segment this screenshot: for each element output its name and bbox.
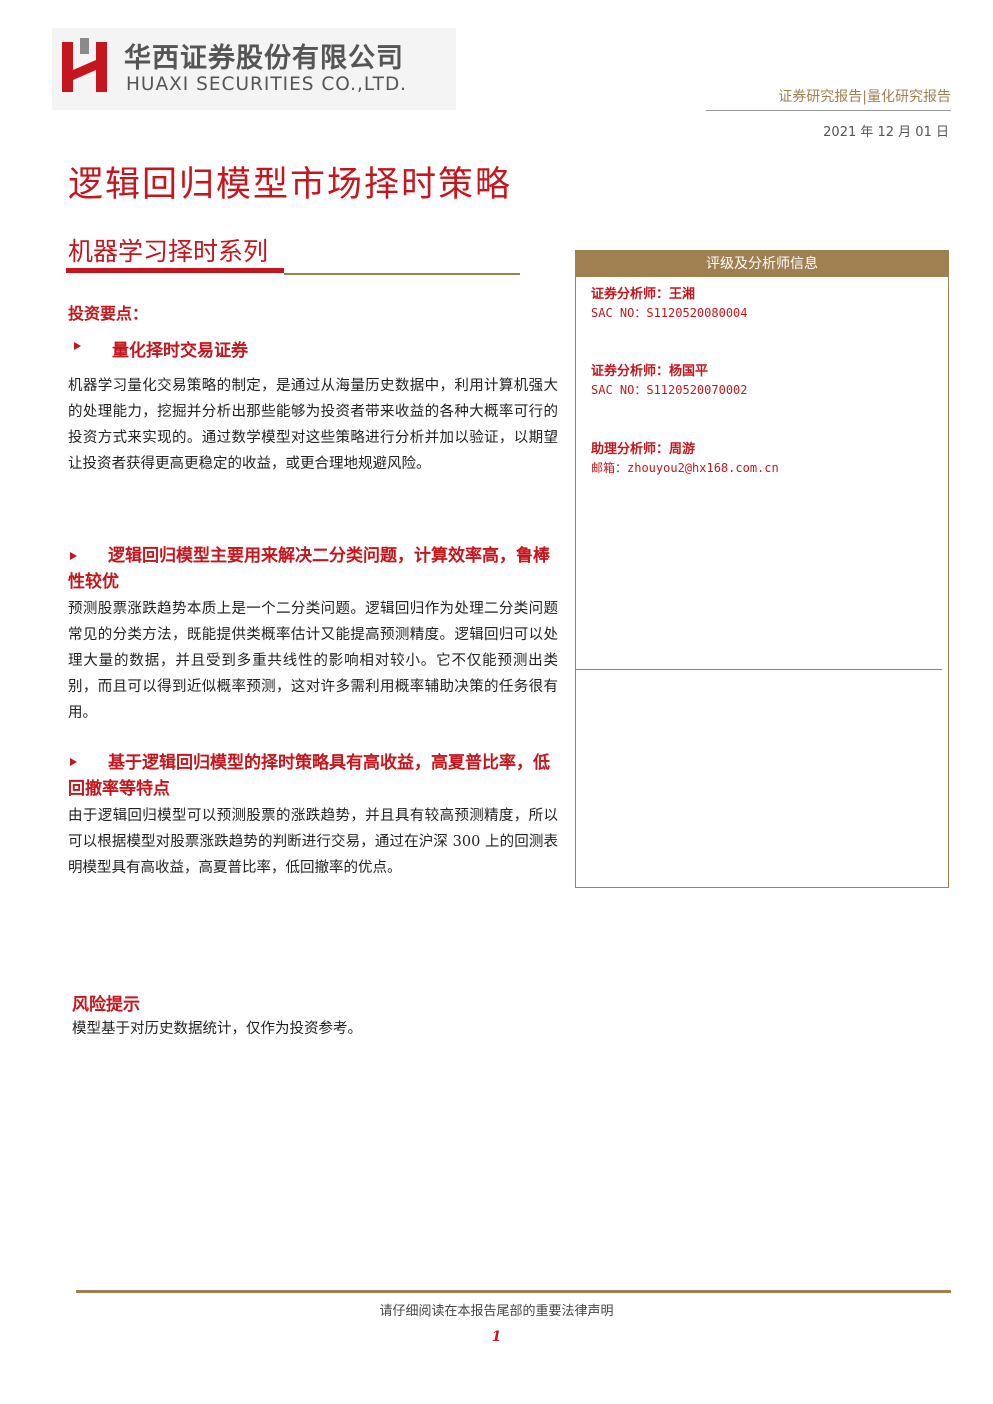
analyst-3-email[interactable]: 邮箱：zhouyou2@hx168.com.cn xyxy=(591,461,779,475)
company-name-en: HUAXI SECURITIES CO.,LTD. xyxy=(126,74,408,95)
analyst-info-box xyxy=(575,250,949,888)
point-2-text: 预测股票涨跌趋势本质上是一个二分类问题。逻辑回归作为处理二分类问题常见的分类方法… xyxy=(68,601,558,721)
section-heading: 投资要点： xyxy=(68,304,149,323)
bullet-triangle-icon xyxy=(70,552,77,560)
analyst-2-name: 证券分析师：杨国平 xyxy=(591,364,709,379)
analyst-2-sac: SAC NO：S1120520070002 xyxy=(591,383,748,397)
huaxi-logo-icon xyxy=(62,38,107,92)
header-divider xyxy=(706,110,951,111)
report-title: 逻辑回归模型市场择时策略 xyxy=(68,165,513,205)
bullet-triangle-icon xyxy=(70,758,77,766)
analyst-info-header: 评级及分析师信息 xyxy=(576,251,948,277)
footer-divider xyxy=(76,1290,951,1293)
company-name-cn: 华西证券股份有限公司 xyxy=(124,43,404,74)
risk-heading: 风险提示 xyxy=(72,995,140,1015)
point-2-heading: 逻辑回归模型主要用来解决二分类问题，计算效率高，鲁棒性较优 xyxy=(68,546,550,592)
report-date: 2021 年 12 月 01 日 xyxy=(823,125,949,140)
page-number: 1 xyxy=(491,1329,502,1345)
bullet-triangle-icon xyxy=(74,342,81,350)
series-title: 机器学习择时系列 xyxy=(68,237,269,266)
risk-text: 模型基于对历史数据统计，仅作为投资参考。 xyxy=(72,1021,362,1037)
point-3-text: 由于逻辑回归模型可以预测股票的涨跌趋势，并且具有较高预测精度，所以可以根据模型对… xyxy=(68,808,558,876)
report-type: 证券研究报告|量化研究报告 xyxy=(778,89,951,105)
sidebar-divider xyxy=(576,669,942,670)
analyst-1-sac: SAC NO：S1120520080004 xyxy=(591,306,748,320)
analyst-3-name: 助理分析师：周游 xyxy=(591,442,696,457)
logo-background xyxy=(52,28,456,110)
series-underline-red xyxy=(66,268,284,273)
point-1-text: 机器学习量化交易策略的制定，是通过从海量历史数据中，利用计算机强大的处理能力，挖… xyxy=(68,378,558,472)
analyst-1-name: 证券分析师：王湘 xyxy=(591,287,696,302)
series-underline-gold xyxy=(284,273,520,275)
footer-disclaimer: 请仔细阅读在本报告尾部的重要法律声明 xyxy=(379,1304,614,1319)
point-1-heading: 量化择时交易证券 xyxy=(112,341,248,361)
point-3-heading: 基于逻辑回归模型的择时策略具有高收益，高夏普比率，低回撤率等特点 xyxy=(68,753,550,799)
